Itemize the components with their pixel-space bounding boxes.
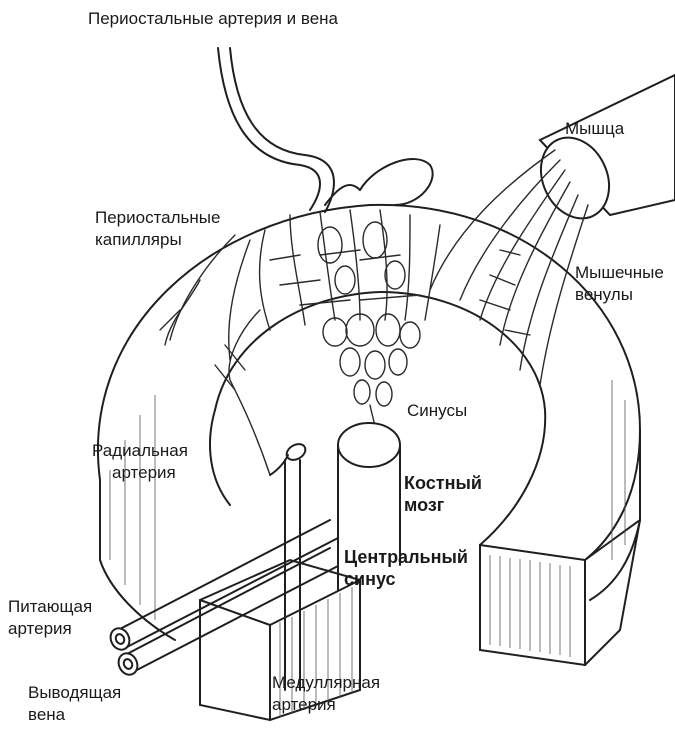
label-draining-vein: Выводящая вена xyxy=(28,682,121,726)
muscle-block xyxy=(528,75,675,230)
periosteal-vessels xyxy=(218,48,433,212)
label-sinuses: Синусы xyxy=(407,400,467,422)
label-bone-marrow: Костный мозг xyxy=(404,472,482,516)
label-central-sinus: Центральный синус xyxy=(344,546,468,590)
label-muscle: Мышца xyxy=(565,118,624,140)
label-periosteal-artery-vein: Периостальные артерия и вена xyxy=(88,8,338,30)
label-periosteal-capillaries: Периостальные капилляры xyxy=(95,207,220,251)
label-medullary-artery: Медуллярная артерия xyxy=(272,672,380,716)
label-radial-artery: Радиальная артерия xyxy=(92,440,188,484)
label-nutrient-artery: Питающая артерия xyxy=(8,596,92,640)
label-muscle-venules: Мышечные венулы xyxy=(575,262,664,306)
sinus-network xyxy=(323,314,420,428)
